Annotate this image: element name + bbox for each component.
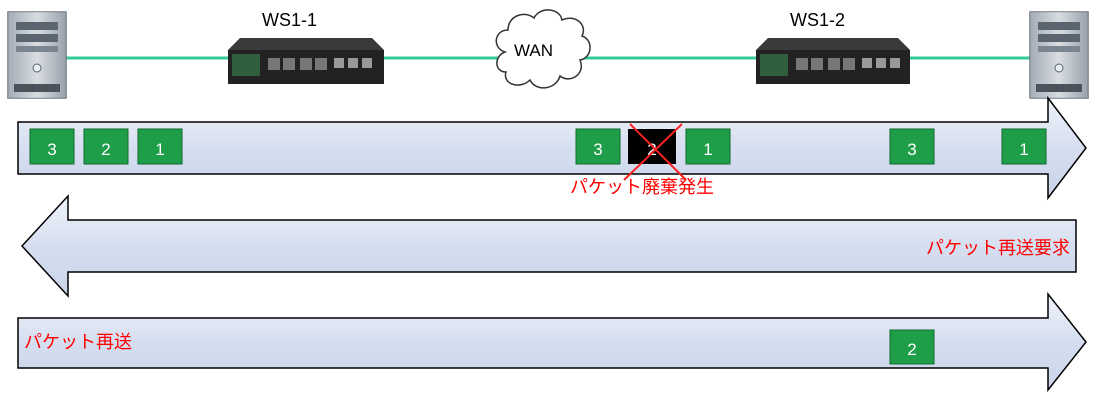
packet [685,128,731,165]
packet [889,128,935,165]
wan-cloud-icon [495,9,591,89]
switch-ws1-2-label: WS1-2 [790,10,845,30]
drop-cross-icon [623,123,687,181]
packet-number: 1 [155,140,164,159]
packet [137,128,183,165]
packet [1001,128,1047,165]
drop-label: パケット廃棄発生 [570,177,714,197]
switch-ws1-2-icon [756,38,910,84]
wan-label: WAN [514,41,553,60]
packet-number: 3 [593,140,602,159]
packet [83,128,129,165]
switch-ws1-1-label: WS1-1 [262,10,317,30]
packet-number: 3 [907,140,916,159]
left-server-icon [7,11,67,99]
packet-number: 2 [647,140,656,159]
packet-number: 2 [907,340,916,359]
packet-number: 2 [101,140,110,159]
packet [575,128,621,165]
request-arrow [20,194,1077,298]
send-arrow [17,95,1087,201]
switch-ws1-1-icon [228,38,384,84]
packet-number: 1 [703,140,712,159]
packet [29,128,75,165]
packet [889,329,935,365]
right-server-icon [1029,11,1089,99]
packet-number: 3 [47,140,56,159]
resend-arrow [17,291,1087,393]
request-label: パケット再送要求 [926,238,1070,258]
resend-label: パケット再送 [24,332,132,352]
packet-number: 1 [1019,140,1028,159]
